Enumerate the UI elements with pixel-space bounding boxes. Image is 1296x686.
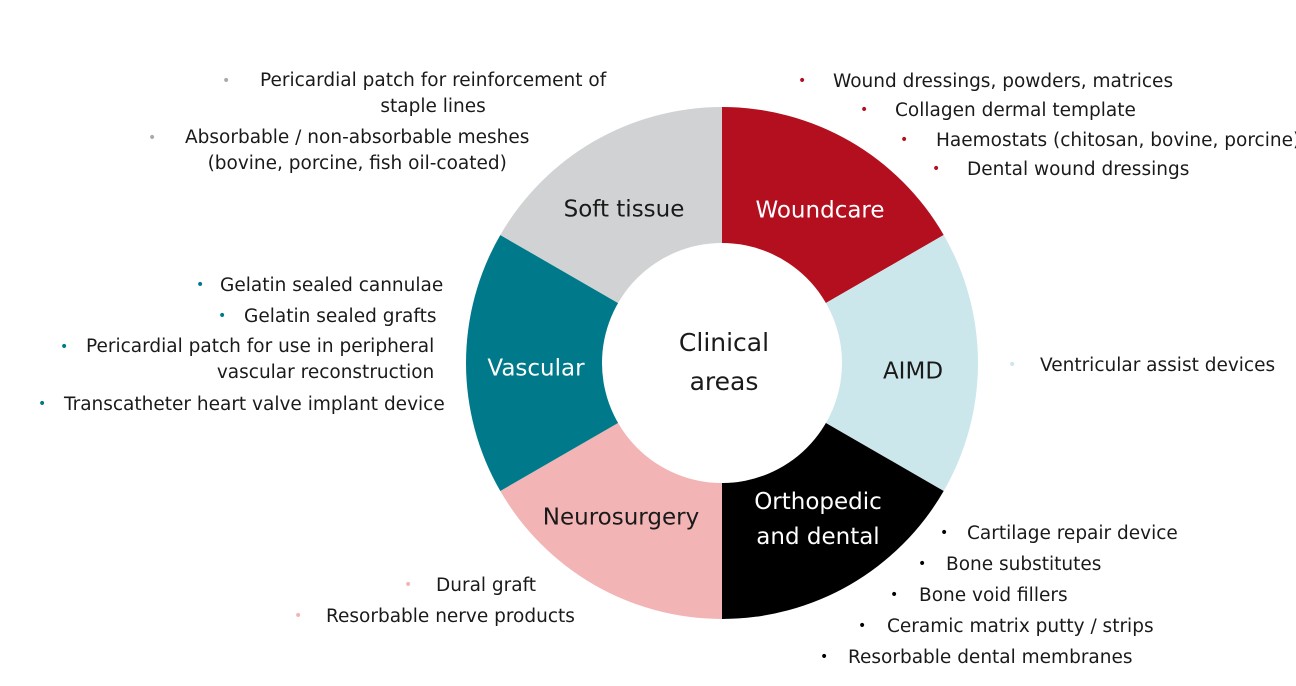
list-item-text: Absorbable / non-absorbable meshes(bovin… — [185, 127, 530, 174]
list-item: • Ventricular assist devices — [1008, 352, 1275, 379]
list-item: • Absorbable / non-absorbable meshes(bovi… — [148, 125, 529, 177]
list-item: • Gelatin sealed grafts — [218, 303, 436, 330]
bullet-dot: • — [404, 577, 413, 593]
bullet-dot: • — [38, 396, 47, 412]
bullet-dot: • — [148, 130, 157, 146]
list-item-text: Ceramic matrix putty / strips — [887, 616, 1154, 637]
list-item-text: Resorbable dental membranes — [848, 647, 1133, 668]
bullet-dot: • — [820, 649, 829, 665]
bullet-dot: • — [860, 102, 869, 118]
segment-label-vascular: Vascular — [487, 356, 585, 382]
bullet-dot: • — [294, 608, 303, 624]
center-label-line2: areas — [690, 367, 759, 396]
list-item: • Bone substitutes — [918, 551, 1101, 578]
bullet-dot: • — [932, 161, 941, 177]
segment-label-neurosurgery: Neurosurgery — [543, 505, 699, 531]
list-item-text: Dural graft — [436, 575, 537, 596]
list-item-text: Cartilage repair device — [967, 523, 1178, 544]
list-item: • Transcatheter heart valve implant devic… — [38, 391, 445, 418]
segment-label-aimd: AIMD — [883, 359, 943, 385]
list-item: • Dental wound dressings — [932, 156, 1189, 183]
wheel-segment-vascular — [466, 235, 722, 491]
list-item-text: Dental wound dressings — [967, 159, 1190, 180]
list-item: • Dural graft — [404, 572, 536, 599]
list-item: • Bone void fillers — [890, 582, 1068, 609]
list-item: • Collagen dermal template — [860, 97, 1136, 124]
bullet-dot: • — [798, 73, 807, 89]
bullet-dot: • — [890, 587, 899, 603]
list-item: • Pericardial patch for use in peripheral… — [60, 334, 434, 386]
segment-label-orthopedic-and-dental: and dental — [756, 524, 879, 550]
list-item-text: Bone substitutes — [946, 554, 1102, 575]
wheel-segment-aimd — [722, 235, 978, 491]
bullet-dot: • — [222, 73, 231, 89]
bullet-dot: • — [196, 277, 205, 293]
list-item-text: Ventricular assist devices — [1040, 355, 1276, 376]
list-item: • Resorbable nerve products — [294, 603, 575, 630]
list-item: • Ceramic matrix putty / strips — [858, 613, 1154, 640]
bullet-dot: • — [918, 556, 927, 572]
list-item-text: Haemostats (chitosan, bovine, porcine) — [936, 130, 1296, 151]
segment-label-soft-tissue: Soft tissue — [564, 197, 685, 223]
center-circle — [602, 243, 842, 483]
bullet-dot: • — [1008, 357, 1017, 373]
center-label-line1: Clinical — [679, 328, 769, 357]
list-item: • Gelatin sealed cannulae — [196, 272, 443, 299]
list-item-text: Wound dressings, powders, matrices — [833, 71, 1174, 92]
list-item-text: Bone void fillers — [919, 585, 1068, 606]
list-item: • Resorbable dental membranes — [820, 644, 1133, 671]
bullet-dot: • — [900, 132, 909, 148]
segment-label-orthopedic-and-dental: Orthopedic — [754, 489, 882, 515]
bullet-dot: • — [60, 339, 69, 355]
bullet-dot: • — [218, 308, 227, 324]
list-item-text: Transcatheter heart valve implant device — [64, 394, 445, 415]
list-item-text: Collagen dermal template — [895, 100, 1136, 121]
list-item-text: Resorbable nerve products — [326, 606, 575, 627]
segment-label-woundcare: Woundcare — [755, 198, 884, 224]
list-item: • Cartilage repair device — [940, 520, 1178, 547]
bullet-dot: • — [940, 525, 949, 541]
list-item: • Haemostats (chitosan, bovine, porcine) — [900, 127, 1296, 154]
bullet-dot: • — [858, 618, 867, 634]
list-item: • Wound dressings, powders, matrices — [798, 68, 1173, 95]
list-item-text: Gelatin sealed cannulae — [220, 275, 444, 296]
list-item-text: Gelatin sealed grafts — [244, 306, 437, 327]
